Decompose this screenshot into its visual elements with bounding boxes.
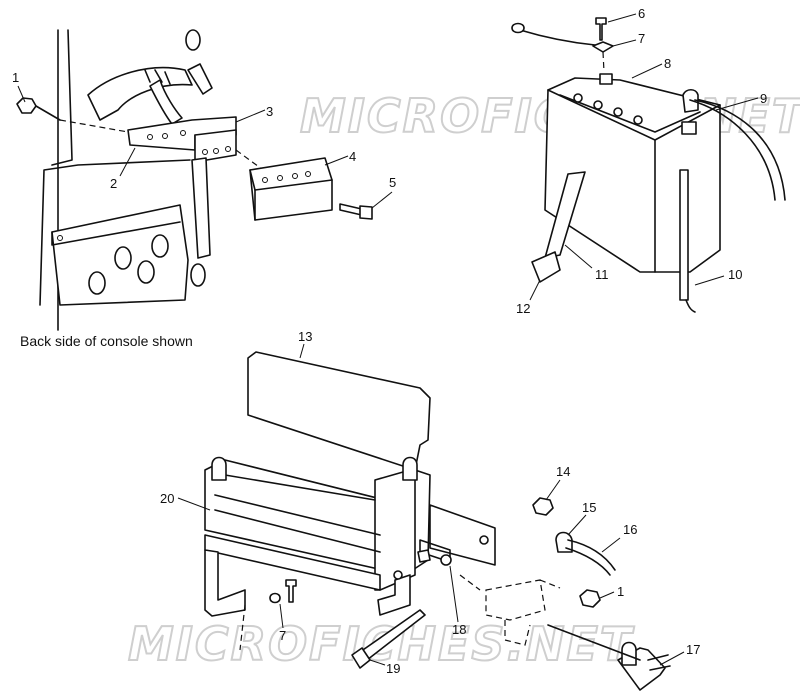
callout-group-tray: 13 20 14 15 16 1 7 18 19 17	[160, 329, 700, 676]
callout-label: 7	[279, 628, 286, 643]
caption-text: Back side of console shown	[20, 333, 193, 349]
callout-label: 15	[582, 500, 596, 515]
callout-group-console: 1 2 3 4 5	[12, 70, 396, 209]
console-assembly	[16, 29, 373, 331]
callout-label: 14	[556, 464, 570, 479]
washer-7-icon	[592, 41, 614, 53]
callout-label: 3	[266, 104, 273, 119]
callout-label: 2	[110, 176, 117, 191]
battery-tray-assembly	[204, 351, 671, 691]
callout-label: 19	[386, 661, 400, 676]
callout-label: 7	[638, 31, 645, 46]
callout-label: 13	[298, 329, 312, 344]
callout-label: 11	[595, 267, 609, 282]
callout-group-battery: 6 7 8 9 10 11 12	[516, 6, 767, 316]
callout-label: 4	[349, 149, 356, 164]
callout-label: 16	[623, 522, 637, 537]
strap-buckle-12	[531, 251, 561, 283]
callout-label: 5	[389, 175, 396, 190]
connector-block-4	[249, 157, 333, 221]
battery-assembly	[511, 17, 786, 313]
nut-1-bottom-icon	[579, 589, 601, 608]
nut-14-icon	[532, 497, 554, 516]
screw-6-icon	[595, 17, 607, 41]
callout-label: 1	[617, 584, 624, 599]
callout-label: 17	[686, 642, 700, 657]
strap-11	[544, 171, 586, 259]
callout-label: 10	[728, 267, 742, 282]
nut-1-icon	[16, 97, 37, 114]
callout-label: 9	[760, 91, 767, 106]
battery-8	[544, 77, 721, 273]
callout-label: 20	[160, 491, 174, 506]
callout-label: 8	[664, 56, 671, 71]
callout-label: 18	[452, 622, 466, 637]
bolt-7-icon	[285, 579, 297, 603]
callout-label: 12	[516, 301, 530, 316]
callout-label: 1	[12, 70, 19, 85]
tray-backplate-13	[247, 351, 431, 471]
callout-label: 6	[638, 6, 645, 21]
